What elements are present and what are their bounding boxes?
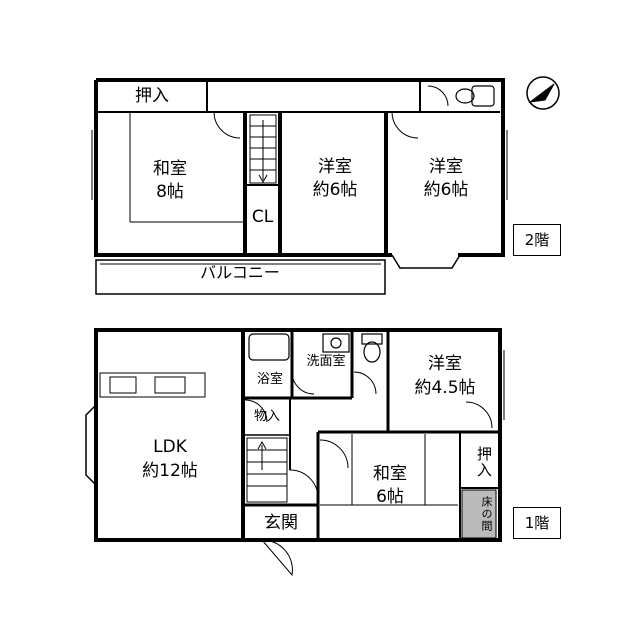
floor-1-tag: 1階 (513, 507, 561, 539)
monoire-label: 物入 (253, 409, 280, 424)
youshitsu-b-size: 約6帖 (423, 180, 469, 200)
oshiire-top-label: 押入 (135, 86, 169, 106)
floor-2-tag: 2階 (513, 224, 561, 256)
closet-label: CL (251, 207, 274, 227)
floor-2-doors (213, 85, 449, 139)
youshitsu-a-name: 洋室 (318, 157, 352, 177)
toilet-1f-icon (361, 333, 383, 363)
washitsu-8-name: 和室 (153, 159, 187, 179)
floor-2-walls (91, 78, 508, 295)
senmen-label: 洗面室 (306, 354, 346, 369)
youshitsu-a-size: 約6帖 (312, 180, 358, 200)
balcony-label: バルコニー (200, 263, 280, 282)
floor-2-stairs (249, 114, 277, 184)
bathtub-icon (248, 333, 290, 361)
sink-icon (322, 333, 350, 353)
floor-1-walls (85, 328, 505, 542)
youshitsu-b-name: 洋室 (429, 157, 463, 177)
floor-1-stairs (246, 437, 288, 503)
tokonoma-pattern (461, 489, 497, 539)
bath-label: 浴室 (256, 372, 283, 387)
youshitsu-45-name: 洋室 (428, 354, 462, 374)
north-arrow-icon (526, 76, 560, 110)
youshitsu-45-size: 約4.5帖 (414, 378, 476, 398)
washitsu-8-size: 8帖 (156, 182, 184, 202)
floor-1-doors (244, 371, 493, 577)
ldk-name: LDK (153, 437, 187, 457)
washitsu-6-size: 6帖 (376, 487, 404, 507)
oshiire-right-label: 押入 (475, 446, 493, 478)
washitsu-6-name: 和室 (373, 464, 407, 484)
tokonoma-label: 床の間 (480, 496, 493, 532)
toilet-2f-icon (455, 85, 495, 107)
genkan-label: 玄関 (264, 513, 298, 533)
ldk-size: 約12帖 (142, 461, 198, 481)
